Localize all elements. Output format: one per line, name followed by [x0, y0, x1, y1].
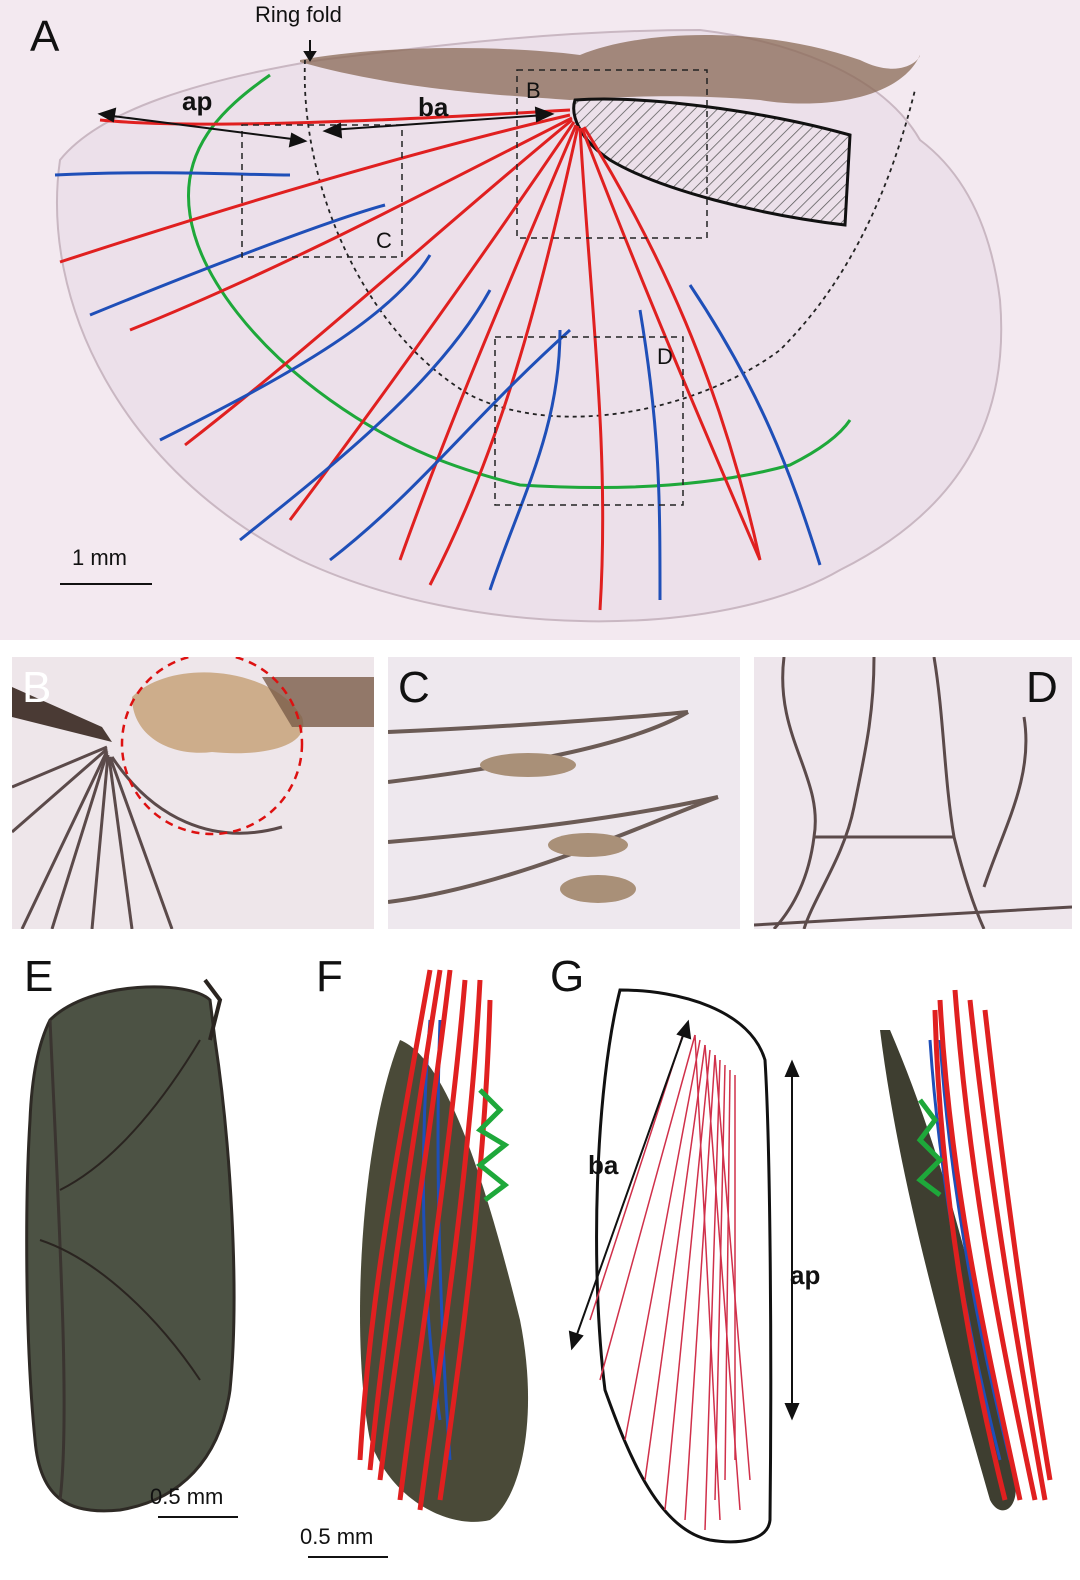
panel-b-label: B [22, 663, 52, 712]
panel-c-image [388, 710, 719, 904]
panel-h-label: H [840, 952, 842, 1002]
panel-c: C [388, 657, 740, 929]
panel-f-label: F [316, 952, 343, 1001]
box-b [516, 69, 708, 239]
panel-f-image [357, 969, 529, 1522]
green-vein [187, 73, 852, 490]
panel-h: H [840, 940, 1072, 1580]
box-c [241, 124, 403, 258]
panel-d-image [754, 657, 1072, 929]
hatched-region [572, 97, 852, 227]
wing-diagram [54, 28, 1003, 623]
scale-bar-f [308, 1556, 388, 1558]
panel-c-label: C [398, 663, 430, 712]
panel-b-image [12, 657, 374, 929]
g-ba-label: ba [588, 1150, 619, 1180]
ring-fold-label: Ring fold [255, 2, 342, 27]
red-dashed-circle [120, 657, 304, 836]
g-ap-label: ap [790, 1260, 821, 1290]
scale-label-a: 1 mm [72, 545, 127, 570]
ba-label: ba [418, 92, 449, 122]
panel-h-image [880, 989, 1053, 1511]
scale-bar-e [158, 1516, 238, 1518]
box-c-label: C [376, 228, 392, 253]
scale-label-f: 0.5 mm [300, 1524, 374, 1549]
panel-d: D [754, 657, 1072, 929]
panel-g-label: G [550, 952, 585, 1001]
panel-b: B [12, 657, 374, 929]
panel-g-image [568, 988, 800, 1544]
panel-g: G ba ap [540, 940, 840, 1580]
blue-veins [54, 171, 822, 601]
ring-fold-line [303, 59, 916, 418]
green-zigzag-h [916, 1098, 944, 1197]
panel-e-image [25, 978, 236, 1513]
panel-e: E 0.5 mm [0, 940, 280, 1560]
panel-a-label: A [30, 12, 60, 61]
box-d-label: D [657, 344, 673, 369]
g-outline [595, 988, 773, 1544]
ap-label: ap [182, 86, 213, 116]
box-b-label: B [526, 78, 541, 103]
scale-bar-a [60, 583, 152, 585]
box-d [494, 336, 684, 506]
panel-e-label: E [24, 952, 54, 1001]
panel-a: A Ring fold ap ba B C D 1 mm [0, 0, 1080, 640]
scale-label-e: 0.5 mm [150, 1484, 224, 1509]
panel-f: F 0.5 mm [290, 940, 540, 1580]
green-zigzag [475, 1088, 510, 1202]
panel-d-label: D [1026, 663, 1058, 712]
